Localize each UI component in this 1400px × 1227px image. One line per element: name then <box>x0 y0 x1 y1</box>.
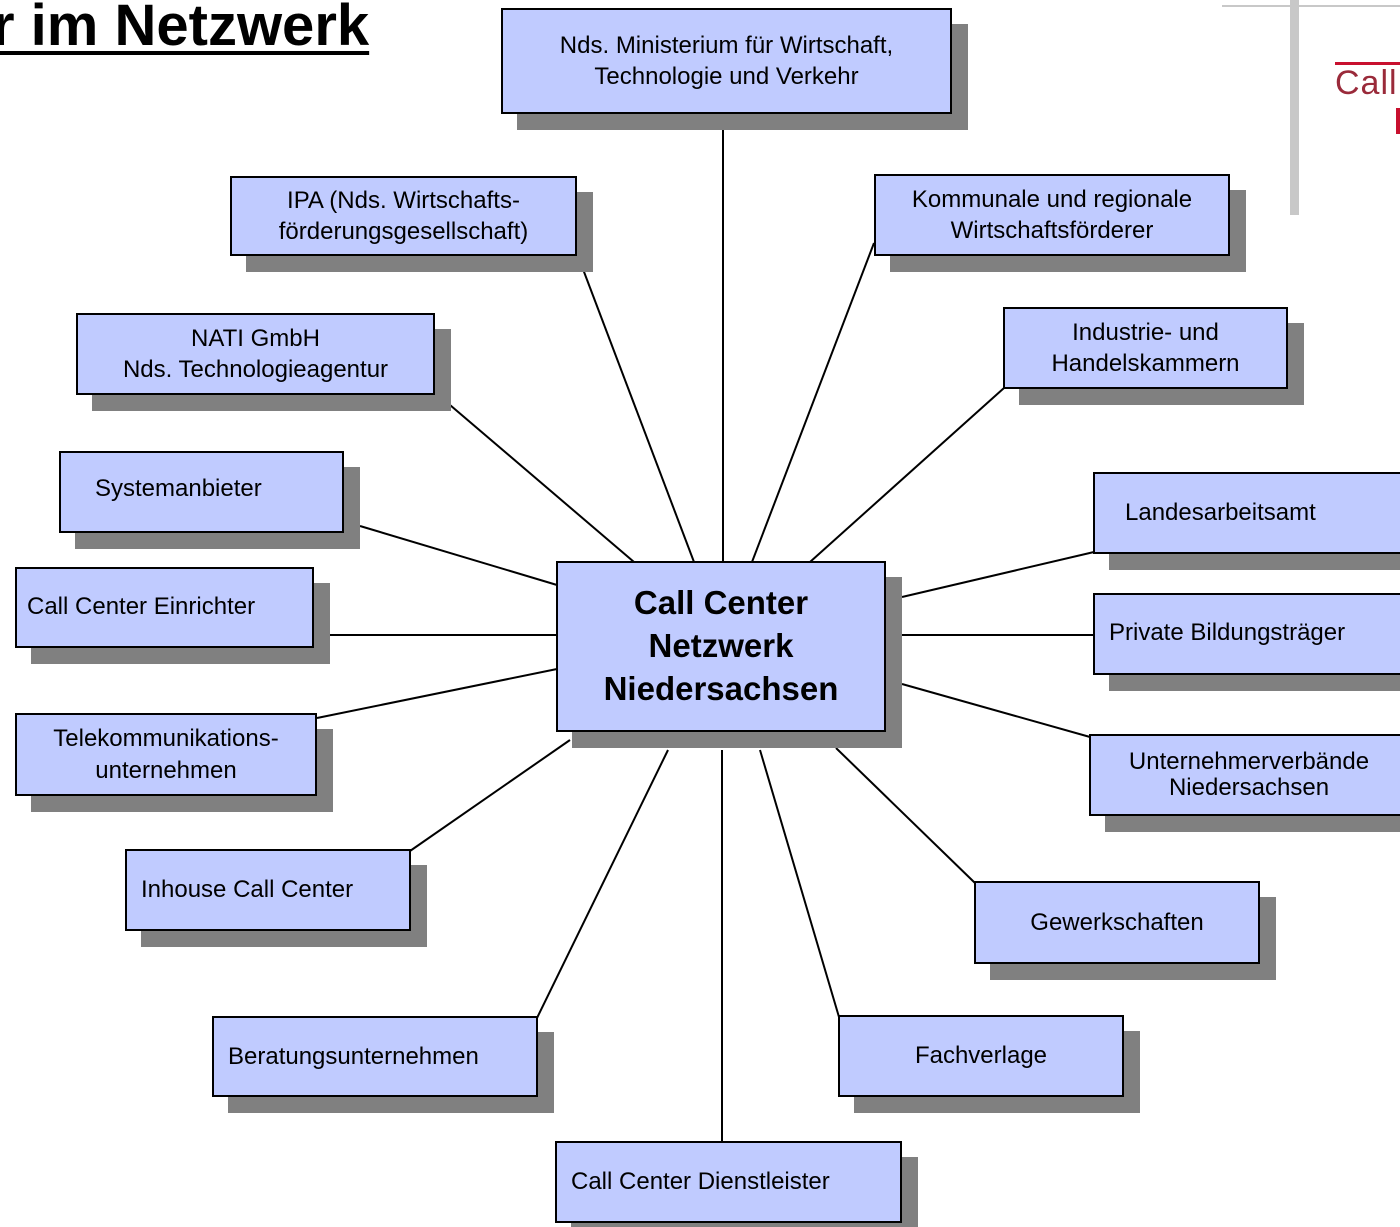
node-inhouse: Inhouse Call Center <box>125 849 411 931</box>
link-unternehmerverbaende <box>901 683 1091 738</box>
link-beratung <box>536 749 669 1019</box>
center-label: Call Center <box>633 584 809 622</box>
node-label: Telekommunikations- <box>53 725 279 753</box>
node-fachverlage: Fachverlage <box>838 1015 1124 1097</box>
node-label: Nds. Ministerium für Wirtschaft, <box>559 31 894 59</box>
logo: Call <box>1335 64 1398 102</box>
node-label: Handelskammern <box>1051 350 1240 377</box>
node-ihk: Industrie- und Handelskammern <box>1003 307 1288 389</box>
link-telekom <box>316 668 558 719</box>
node-label: Industrie- und <box>1072 318 1219 346</box>
link-ihk <box>809 387 1005 563</box>
node-gewerkschaften: Gewerkschaften <box>974 881 1260 964</box>
node-kommunale: Kommunale und regionale Wirtschaftsförde… <box>874 174 1230 256</box>
center-node: Call Center Netzwerk Niedersachsen <box>556 561 886 732</box>
node-label: Unternehmerverbände <box>1128 747 1370 775</box>
node-label: Technologie und Verkehr <box>594 63 859 90</box>
node-label: NATI GmbH <box>191 324 320 352</box>
node-label: Call Center Dienstleister <box>571 1168 830 1196</box>
logo-accent-bar <box>1335 62 1400 65</box>
logo-frame-line <box>1222 5 1400 7</box>
node-label: Landesarbeitsamt <box>1125 499 1316 527</box>
center-label: Niedersachsen <box>603 669 839 707</box>
node-label: Fachverlage <box>914 1042 1048 1070</box>
node-label: Wirtschaftsförderer <box>950 217 1154 244</box>
node-systemanbieter: Systemanbieter <box>59 451 344 533</box>
link-inhouse <box>409 739 571 852</box>
node-label: Niedersachsen <box>1168 774 1330 801</box>
node-label: Beratungsunternehmen <box>228 1042 479 1070</box>
node-dienstleister: Call Center Dienstleister <box>555 1141 902 1223</box>
node-label: förderungsgesellschaft) <box>278 218 529 245</box>
link-kommunale <box>751 242 875 563</box>
node-nati: NATI GmbH Nds. Technologieagentur <box>76 313 435 395</box>
node-telekom: Telekommunikations- unternehmen <box>15 713 317 796</box>
link-fachverlage <box>759 749 840 1018</box>
node-label: Private Bildungsträger <box>1109 619 1346 646</box>
node-label: Nds. Technologieagentur <box>122 356 389 383</box>
node-einrichter: Call Center Einrichter <box>15 567 314 648</box>
node-beratung: Beratungsunternehmen <box>212 1016 538 1097</box>
node-label: Kommunale und regionale <box>911 185 1193 213</box>
node-label: Inhouse Call Center <box>141 876 354 904</box>
link-landesarbeitsamt <box>901 551 1095 598</box>
page-title: r im Netzwerk <box>0 0 370 58</box>
node-ipa: IPA (Nds. Wirtschafts- förderungsgesells… <box>230 176 577 256</box>
node-bildungstraeger: Private Bildungsträger <box>1093 593 1400 675</box>
node-ministerium: Nds. Ministerium für Wirtschaft, Technol… <box>501 8 952 114</box>
center-label: Netzwerk <box>648 627 794 665</box>
logo-accent-mark <box>1396 108 1400 134</box>
link-nati <box>449 404 635 563</box>
node-unternehmerverbaende: Unternehmerverbände Niedersachsen <box>1089 734 1400 816</box>
node-label: unternehmen <box>95 756 237 784</box>
node-label: IPA (Nds. Wirtschafts- <box>287 186 520 214</box>
logo-frame-bar <box>1290 0 1299 215</box>
link-systemanbieter <box>359 525 558 586</box>
node-label: Systemanbieter <box>95 475 262 502</box>
link-ipa <box>577 255 695 563</box>
link-gewerkschaften <box>835 747 976 884</box>
node-label: Call Center Einrichter <box>27 593 256 620</box>
node-landesarbeitsamt: Landesarbeitsamt <box>1093 472 1400 554</box>
node-label: Gewerkschaften <box>1030 908 1204 936</box>
